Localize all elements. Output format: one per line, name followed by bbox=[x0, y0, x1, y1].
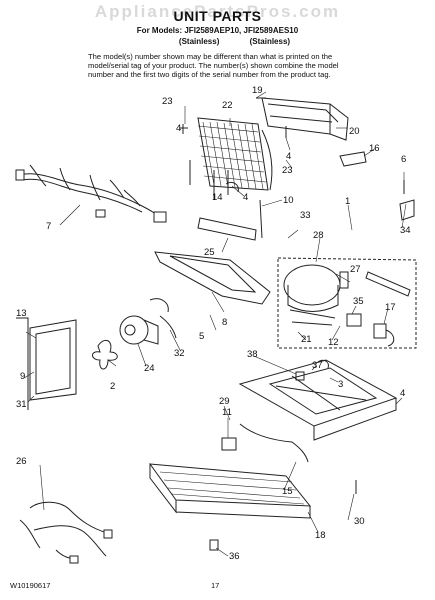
right-side-clips bbox=[340, 152, 414, 220]
hardware-screws bbox=[210, 480, 356, 550]
condenser-coil bbox=[198, 118, 272, 190]
callout-2: 2 bbox=[110, 381, 116, 392]
callout-17: 17 bbox=[385, 302, 396, 313]
callout-33: 33 bbox=[300, 210, 311, 221]
callout-26: 26 bbox=[16, 456, 27, 467]
callout-24: 24 bbox=[144, 363, 155, 374]
callout-5: 5 bbox=[199, 331, 205, 342]
callout-15: 15 bbox=[282, 486, 293, 497]
callout-36: 36 bbox=[229, 551, 240, 562]
callout-21: 21 bbox=[301, 334, 312, 345]
callout-8: 8 bbox=[222, 317, 228, 328]
callout-22: 22 bbox=[222, 100, 233, 111]
fan-blade bbox=[93, 340, 118, 369]
callout-4: 4 bbox=[400, 388, 406, 399]
callout-18: 18 bbox=[315, 530, 326, 541]
callout-32: 32 bbox=[174, 348, 185, 359]
document-number: W10190617 bbox=[10, 581, 51, 590]
model-note: The model(s) number shown may be differe… bbox=[88, 52, 378, 79]
callout-29: 29 bbox=[219, 396, 230, 407]
callout-19: 19 bbox=[252, 85, 263, 96]
variant-right: (Stainless) bbox=[249, 37, 291, 46]
callout-7: 7 bbox=[46, 221, 52, 232]
note-line: number and the first two digits of the s… bbox=[88, 70, 331, 79]
callout-4: 4 bbox=[176, 123, 182, 134]
wiring-harness-upper bbox=[16, 165, 166, 222]
model-variants: (Stainless) (Stainless) bbox=[0, 37, 435, 46]
callout-4: 4 bbox=[286, 151, 292, 162]
base-grille bbox=[150, 464, 310, 518]
models-line: For Models: JFI2589AEP10, JFI2589AES10 bbox=[136, 26, 299, 35]
motor-brackets bbox=[150, 299, 176, 338]
drain-trough bbox=[155, 252, 270, 304]
page-title: UNIT PARTS bbox=[173, 8, 262, 24]
callout-12: 12 bbox=[328, 337, 339, 348]
control-components bbox=[222, 424, 308, 462]
leader-lines bbox=[24, 92, 406, 556]
callout-4: 4 bbox=[243, 192, 249, 203]
compressor-box bbox=[278, 258, 416, 348]
page-number: 17 bbox=[211, 581, 220, 590]
note-line: The model(s) number shown may be differe… bbox=[88, 52, 333, 61]
callout-1: 1 bbox=[345, 196, 351, 207]
relay-components bbox=[347, 314, 394, 346]
screws-top bbox=[180, 98, 286, 138]
callout-30: 30 bbox=[354, 516, 365, 527]
callout-20: 20 bbox=[349, 126, 360, 137]
callout-38: 38 bbox=[247, 349, 258, 360]
fan-shroud bbox=[262, 98, 348, 140]
callout-6: 6 bbox=[401, 154, 407, 165]
callout-31: 31 bbox=[16, 399, 27, 410]
callout-34: 34 bbox=[400, 225, 411, 236]
callout-25: 25 bbox=[204, 247, 215, 258]
variant-left: (Stainless) bbox=[178, 37, 220, 46]
callout-10: 10 bbox=[283, 195, 294, 206]
callout-9: 9 bbox=[20, 371, 26, 382]
condenser-fan-shroud bbox=[16, 318, 76, 410]
machine-compartment-base bbox=[240, 360, 396, 440]
fan-motor bbox=[120, 316, 158, 344]
wiring-harness-lower bbox=[20, 502, 112, 563]
filter-drier bbox=[366, 272, 410, 296]
callout-23: 23 bbox=[162, 96, 173, 107]
mounting-fittings bbox=[296, 360, 328, 380]
callout-28: 28 bbox=[313, 230, 324, 241]
watermark: AppliancePartsPros.com bbox=[94, 2, 341, 21]
callout-3: 3 bbox=[338, 379, 344, 390]
callout-16: 16 bbox=[369, 143, 380, 154]
callout-23: 23 bbox=[282, 165, 293, 176]
callout-37: 37 bbox=[312, 360, 323, 371]
callout-11: 11 bbox=[222, 407, 232, 418]
callout-27: 27 bbox=[350, 264, 361, 275]
callout-13: 13 bbox=[16, 308, 27, 319]
note-line: model/serial tag of your product. The nu… bbox=[88, 61, 339, 70]
callout-14: 14 bbox=[212, 192, 223, 203]
callout-35: 35 bbox=[353, 296, 364, 307]
